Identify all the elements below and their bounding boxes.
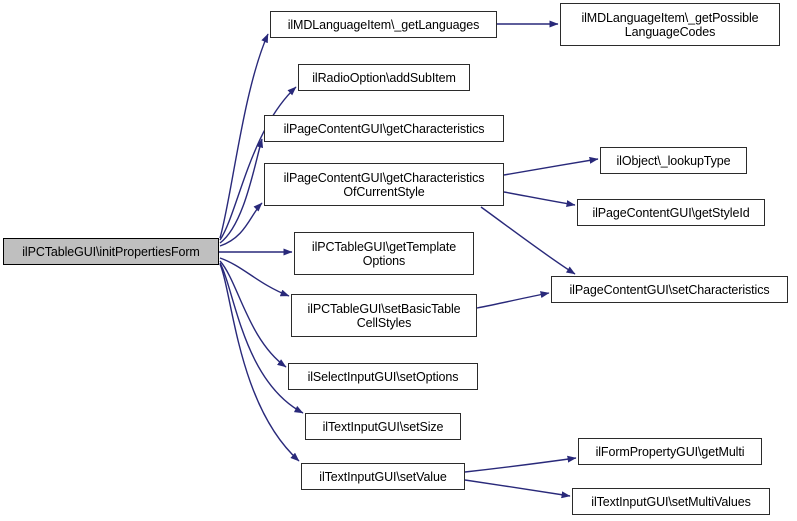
graph-node-getStyleId[interactable]: ilPageContentGUI\getStyleId (577, 199, 765, 226)
graph-node-getPossibleLanguageCodes[interactable]: ilMDLanguageItem\_getPossible LanguageCo… (560, 3, 780, 46)
graph-node-root: ilPCTableGUI\initPropertiesForm (3, 238, 219, 265)
graph-node-label: ilFormPropertyGUI\getMulti (595, 444, 745, 459)
graph-edge-root-to-setOptions (219, 260, 287, 368)
graph-node-label: ilPCTableGUI\initPropertiesForm (22, 244, 200, 259)
graph-node-lookupType[interactable]: ilObject\_lookupType (600, 147, 747, 174)
graph-edge-root-to-setSize (219, 262, 304, 414)
graph-edge-setValue-to-setMultiValues (464, 479, 571, 499)
graph-node-getCharacteristicsOfCurrentStyle[interactable]: ilPageContentGUI\getCharacteristics OfCu… (264, 163, 504, 206)
graph-node-label: ilPCTableGUI\setBasicTable CellStyles (307, 301, 461, 330)
graph-node-setValue[interactable]: ilTextInputGUI\setValue (301, 463, 465, 490)
graph-node-label: ilMDLanguageItem\_getLanguages (287, 17, 480, 32)
graph-edge-root-to-getCharacteristics (219, 138, 264, 244)
graph-edge-setValue-to-getMulti (464, 455, 577, 473)
graph-edge-root-to-getLanguages (219, 33, 269, 239)
graph-node-setBasicTableCellStyles[interactable]: ilPCTableGUI\setBasicTable CellStyles (291, 294, 477, 337)
graph-edge-root-to-setBasicTableCellStyles (219, 257, 290, 297)
graph-node-label: ilRadioOption\addSubItem (312, 70, 456, 85)
graph-node-setSize[interactable]: ilTextInputGUI\setSize (305, 413, 461, 440)
graph-edge-getCharacteristicsOfCurrentStyle-to-lookupType (503, 156, 599, 176)
graph-node-getLanguages[interactable]: ilMDLanguageItem\_getLanguages (270, 11, 497, 38)
graph-node-setCharacteristics[interactable]: ilPageContentGUI\setCharacteristics (551, 276, 788, 303)
graph-edge-setBasicTableCellStyles-to-setCharacteristics (476, 291, 550, 309)
graph-edge-getCharacteristicsOfCurrentStyle-to-getStyleId (503, 191, 576, 208)
graph-edge-getCharacteristicsOfCurrentStyle-to-setCharacteristics (480, 206, 576, 275)
graph-node-addSubItem[interactable]: ilRadioOption\addSubItem (298, 64, 470, 91)
graph-node-label: ilObject\_lookupType (616, 153, 731, 168)
graph-node-label: ilPageContentGUI\getStyleId (592, 205, 750, 220)
graph-node-label: ilSelectInputGUI\setOptions (307, 369, 459, 384)
graph-node-label: ilTextInputGUI\setMultiValues (591, 494, 751, 509)
graph-node-getCharacteristics[interactable]: ilPageContentGUI\getCharacteristics (264, 115, 504, 142)
graph-edge-root-to-getCharacteristicsOfCurrentStyle (219, 202, 263, 247)
graph-node-label: ilPCTableGUI\getTemplate Options (311, 239, 457, 268)
graph-node-label: ilPageContentGUI\getCharacteristics (283, 121, 485, 136)
graph-node-getTemplateOptions[interactable]: ilPCTableGUI\getTemplate Options (294, 232, 474, 275)
graph-node-setMultiValues[interactable]: ilTextInputGUI\setMultiValues (572, 488, 770, 515)
graph-node-label: ilPageContentGUI\getCharacteristics OfCu… (283, 170, 485, 199)
graph-node-label: ilPageContentGUI\setCharacteristics (569, 282, 770, 297)
graph-node-label: ilTextInputGUI\setSize (322, 419, 444, 434)
graph-node-setOptions[interactable]: ilSelectInputGUI\setOptions (288, 363, 478, 390)
graph-node-label: ilMDLanguageItem\_getPossible LanguageCo… (581, 10, 759, 39)
graph-node-label: ilTextInputGUI\setValue (319, 469, 447, 484)
graph-node-getMulti[interactable]: ilFormPropertyGUI\getMulti (578, 438, 762, 465)
